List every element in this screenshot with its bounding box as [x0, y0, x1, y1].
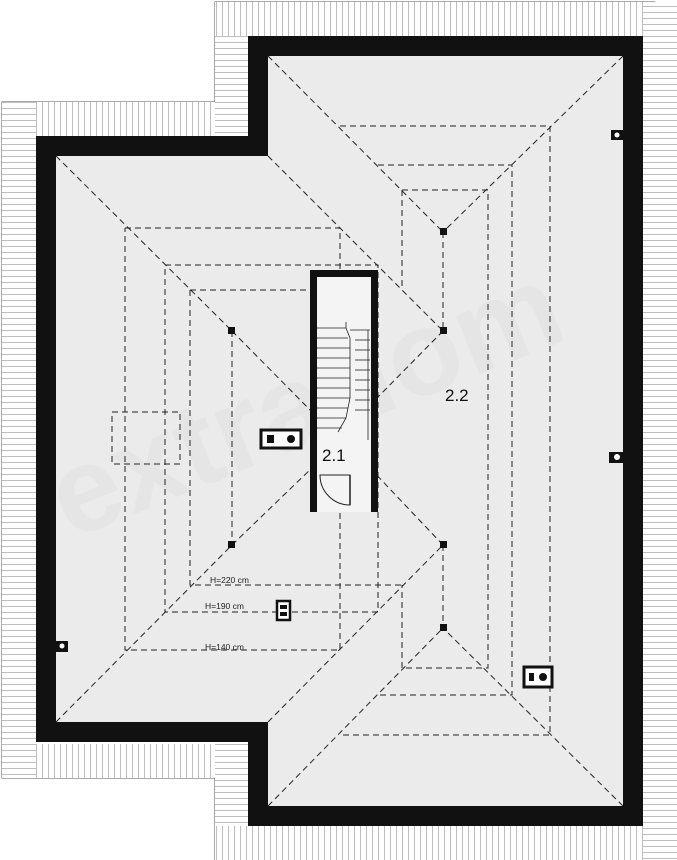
- stairwell: [310, 270, 378, 512]
- room-label-2-2: 2.2: [445, 386, 469, 405]
- post-markers: [228, 228, 447, 631]
- stair-treads: [317, 322, 370, 440]
- height-labels: H=220 cm H=190 cm H=140 cm: [205, 575, 249, 652]
- post-marker: [440, 624, 447, 631]
- eave-bottom-right: [215, 826, 655, 860]
- roof-lines: [55, 55, 624, 807]
- chimney-vent-1: [259, 428, 303, 450]
- post-marker: [440, 228, 447, 235]
- post-marker: [228, 541, 235, 548]
- door-swing: [319, 474, 351, 506]
- post-marker: [440, 541, 447, 548]
- wall-outlets: [56, 130, 623, 652]
- eave-top-left: [2, 102, 215, 136]
- eave-bottom-left: [2, 744, 215, 778]
- stairwell-floor: [317, 277, 371, 512]
- room-label-2-1: 2.1: [322, 446, 346, 465]
- chimney-vent-3: [275, 599, 292, 622]
- post-marker: [228, 327, 235, 334]
- post-marker: [440, 327, 447, 334]
- height-label-190: H=190 cm: [205, 601, 244, 611]
- eave-right: [643, 2, 677, 860]
- eave-left: [2, 102, 36, 778]
- eave-top-right: [215, 2, 655, 36]
- eave-step-top: [215, 36, 249, 136]
- chimney-vent-2: [522, 665, 554, 689]
- height-label-140: H=140 cm: [205, 642, 244, 652]
- height-label-220: H=220 cm: [210, 575, 249, 585]
